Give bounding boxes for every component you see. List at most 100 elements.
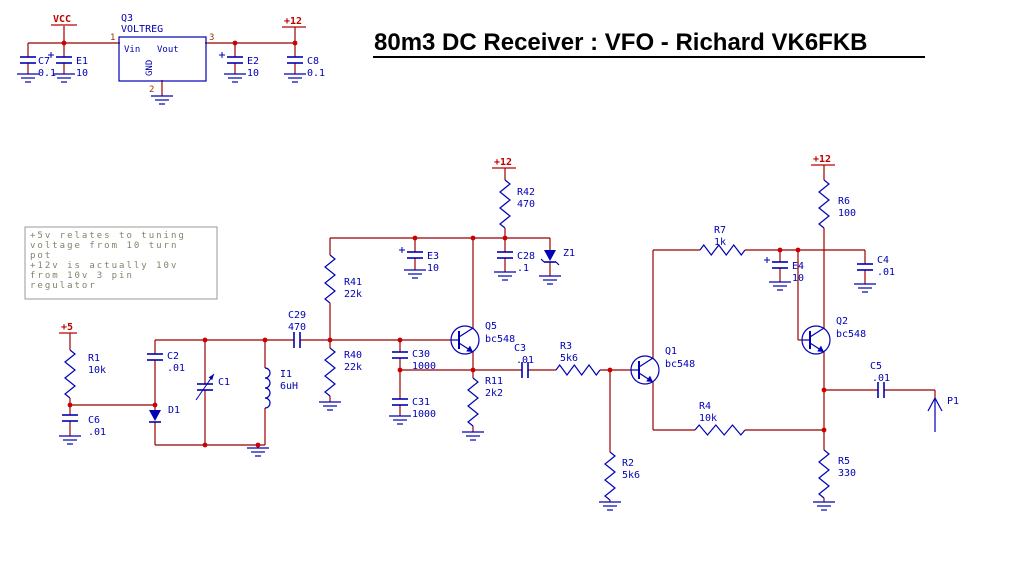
e2-capacitor xyxy=(219,52,243,64)
q5-transistor xyxy=(450,325,480,355)
label-z1-ref: Z1 xyxy=(563,248,575,259)
c31-capacitor xyxy=(392,398,408,406)
ground-symbol xyxy=(224,73,246,83)
label-e1-value: 10 xyxy=(76,68,88,79)
label-q5-ref: Q5 xyxy=(485,321,497,332)
junction-dot xyxy=(777,247,783,253)
label-c28-value: .1 xyxy=(517,263,529,274)
label-r6-ref: R6 xyxy=(838,196,850,207)
label-r3-value: 5k6 xyxy=(560,353,578,364)
d1-varactor-diode xyxy=(149,410,161,423)
label-c5-ref: C5 xyxy=(870,361,882,372)
r1-resistor xyxy=(64,349,76,399)
label-q3-ref: Q3 xyxy=(121,13,133,24)
r5-resistor xyxy=(818,449,830,499)
label-regulator-gnd: GND xyxy=(145,60,155,76)
plus12-vfo-power-port: +12 xyxy=(494,157,512,168)
e3-capacitor xyxy=(399,247,423,259)
junction-dot xyxy=(232,40,238,46)
ground-symbol xyxy=(854,283,876,293)
ground-symbol xyxy=(494,271,516,281)
label-c30-ref: C30 xyxy=(412,349,430,360)
label-c7-ref: C7 xyxy=(38,56,50,67)
c28-capacitor xyxy=(497,251,513,259)
label-q2-value: bc548 xyxy=(836,329,866,340)
label-r11-value: 2k2 xyxy=(485,388,503,399)
junction-dot xyxy=(821,387,827,393)
label-e1-ref: E1 xyxy=(76,56,88,67)
label-c29-value: 470 xyxy=(288,322,306,333)
q1-transistor xyxy=(630,355,660,385)
label-r40-value: 22k xyxy=(344,362,362,373)
ground-symbol xyxy=(151,95,173,105)
r6-resistor xyxy=(818,179,830,229)
r2-resistor xyxy=(604,451,616,501)
note-line: regulator xyxy=(30,281,97,291)
label-pin2: 2 xyxy=(149,85,154,95)
label-e4-value: 10 xyxy=(792,273,804,284)
label-c7-value: 0.1 xyxy=(38,68,56,79)
label-e3-ref: E3 xyxy=(427,251,439,262)
label-r7-value: 1k xyxy=(714,237,726,248)
r3-resistor xyxy=(555,363,601,377)
label-r42-value: 470 xyxy=(517,199,535,210)
junction-dot xyxy=(607,367,613,373)
r40-resistor xyxy=(324,347,336,397)
ground-symbol xyxy=(462,431,484,441)
ground-symbol xyxy=(59,435,81,445)
junction-dot xyxy=(397,367,403,373)
label-regulator-vin: Vin xyxy=(124,45,140,55)
junction-dot xyxy=(262,337,268,343)
note-line: from 10v 3 pin xyxy=(30,271,134,281)
ground-symbol xyxy=(319,401,341,411)
label-r40-ref: R40 xyxy=(344,350,362,361)
label-c8-ref: C8 xyxy=(307,56,319,67)
label-q1-value: bc548 xyxy=(665,359,695,370)
junction-dot xyxy=(202,337,208,343)
label-c6-value: .01 xyxy=(88,427,106,438)
label-r41-ref: R41 xyxy=(344,277,362,288)
label-r2-ref: R2 xyxy=(622,458,634,469)
r42-resistor xyxy=(499,179,511,229)
c5-capacitor xyxy=(877,382,885,398)
label-c8-value: 0.1 xyxy=(307,68,325,79)
label-c6-ref: C6 xyxy=(88,415,100,426)
c6-capacitor xyxy=(62,414,78,422)
note-box xyxy=(24,226,218,300)
c4-capacitor xyxy=(857,263,873,271)
ground-symbol xyxy=(53,73,75,83)
r4-resistor xyxy=(694,424,746,436)
note-line: +5v relates to tuning xyxy=(30,231,186,241)
note-line: pot xyxy=(30,251,52,261)
label-r11-ref: R11 xyxy=(485,376,503,387)
note-line: +12v is actually 10v xyxy=(30,261,178,271)
label-r6-value: 100 xyxy=(838,208,856,219)
label-e3-value: 10 xyxy=(427,263,439,274)
c29-capacitor xyxy=(293,332,301,348)
page-title: 80m3 DC Receiver : VFO - Richard VK6FKB xyxy=(374,29,868,56)
schematic-drawing xyxy=(17,26,943,511)
label-e4-ref: E4 xyxy=(792,261,804,272)
label-r4-value: 10k xyxy=(699,413,717,424)
ground-symbol xyxy=(599,501,621,511)
label-q5-value: bc548 xyxy=(485,334,515,345)
wires xyxy=(27,26,936,502)
plus12-amp-power-port: +12 xyxy=(813,154,831,165)
label-r5-value: 330 xyxy=(838,468,856,479)
ground-symbol xyxy=(247,447,269,457)
label-regulator-vout: Vout xyxy=(157,45,179,55)
c30-capacitor xyxy=(392,351,408,359)
plus5-power-port: +5 xyxy=(61,322,73,333)
p1-connector xyxy=(927,397,943,432)
c7-capacitor xyxy=(20,56,36,64)
c2-capacitor xyxy=(147,353,163,361)
label-e2-ref: E2 xyxy=(247,56,259,67)
ground-symbol xyxy=(813,501,835,511)
junction-dot xyxy=(327,337,333,343)
junction-dots xyxy=(61,40,827,448)
junction-dot xyxy=(470,367,476,373)
junction-dot xyxy=(795,247,801,253)
label-c1-ref: C1 xyxy=(218,377,230,388)
label-c28-ref: C28 xyxy=(517,251,535,262)
